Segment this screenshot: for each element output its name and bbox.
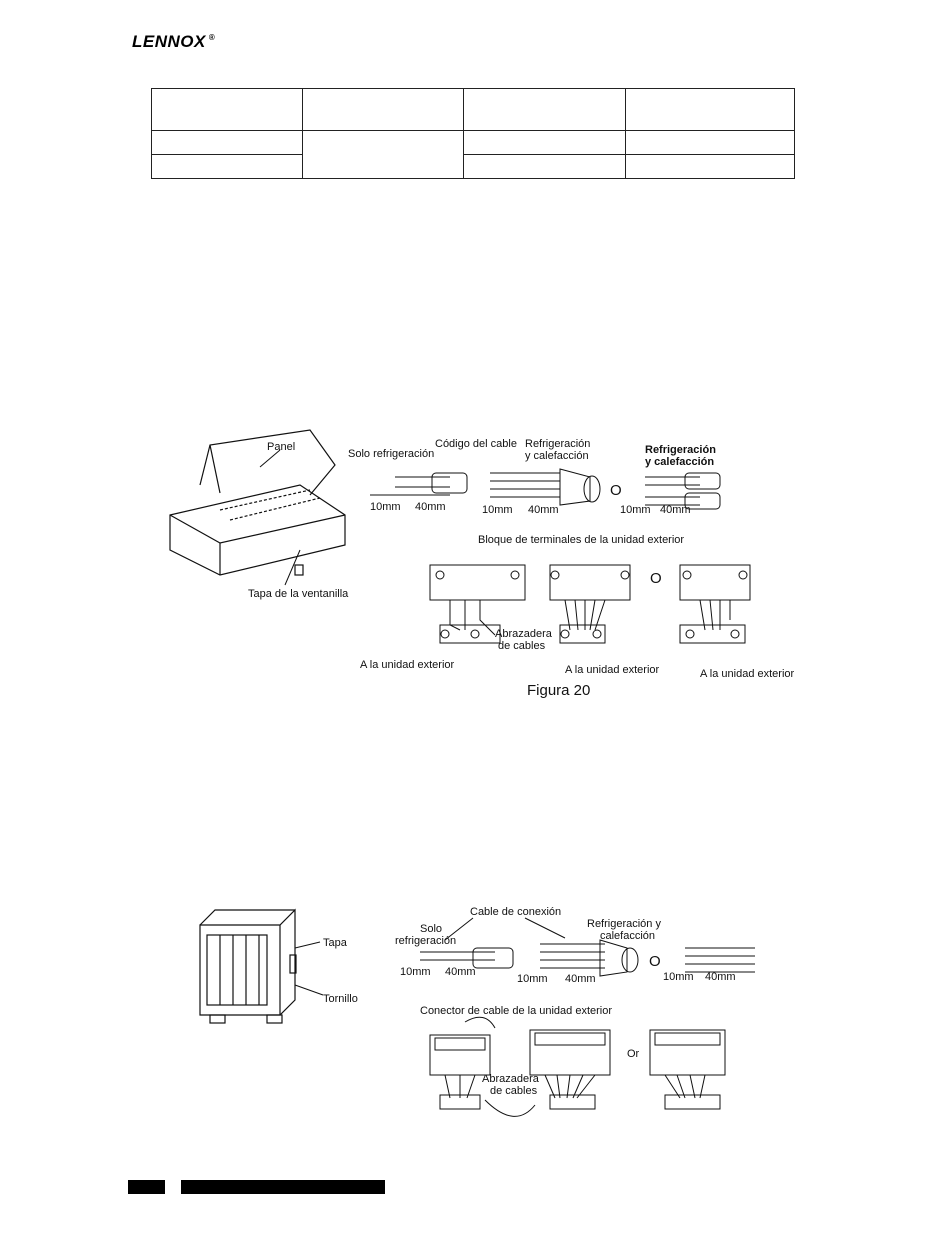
table-cell <box>462 88 627 131</box>
dim-40-label: 40mm <box>528 504 559 516</box>
cool-heat-label-1b: y calefacción <box>525 450 589 462</box>
clamp-label-1: Abrazadera <box>482 1073 540 1085</box>
terminal-block-2 <box>549 564 631 644</box>
dim-40-label: 40mm <box>660 504 691 516</box>
footer-bar-section <box>181 1180 385 1194</box>
connector-label: Conector de cable de la unidad exterior <box>420 1005 612 1017</box>
or-label: O <box>610 482 622 499</box>
table-cell <box>301 130 464 179</box>
brand-logo: LENNOX® <box>132 32 216 51</box>
dim-10-label: 10mm <box>370 501 401 513</box>
cooling-only-label: Solo refrigeración <box>348 448 434 460</box>
screw-label: Tornillo <box>323 993 358 1005</box>
or-label: O <box>650 570 662 587</box>
cable-cool-heat-b <box>645 472 721 510</box>
terminal-block-label: Bloque de terminales de la unidad exteri… <box>478 534 684 546</box>
indoor-unit-illustration <box>169 429 346 576</box>
dim-40-label: 40mm <box>445 966 476 978</box>
cool-heat-label-1: Refrigeración <box>525 438 590 450</box>
dim-10-label: 10mm <box>517 973 548 985</box>
table-cell <box>462 130 627 155</box>
terminal-block-1 <box>429 564 526 644</box>
footer-bar-page <box>128 1180 165 1194</box>
table-cell <box>625 88 795 131</box>
table-cell <box>625 130 795 155</box>
connection-cable-label: Cable de conexión <box>470 906 561 918</box>
dim-10-label: 10mm <box>482 504 513 516</box>
cool-heat-label-2b: y calefacción <box>645 456 714 468</box>
figure-20: Panel Tapa de la ventanilla Solo refrige… <box>169 429 795 699</box>
figure-21: Tapa Tornillo Cable de conexión Solo ref… <box>199 906 755 1117</box>
cool-heat-label-2: calefacción <box>600 930 655 942</box>
table-cell <box>625 154 795 179</box>
cooling-only-label-1: Solo <box>420 923 442 935</box>
table-row <box>151 154 795 179</box>
table-row <box>151 88 795 131</box>
to-outdoor-label-3: A la unidad exterior <box>700 668 795 680</box>
dim-10-label: 10mm <box>400 966 431 978</box>
table-cell <box>151 154 303 179</box>
cool-heat-label-1: Refrigeración y <box>587 918 661 930</box>
cable-code-label: Código del cable <box>435 438 517 450</box>
connector-block-2 <box>529 1029 611 1110</box>
cool-heat-label-2: Refrigeración <box>645 444 716 456</box>
table-cell <box>301 88 464 131</box>
spec-table <box>151 88 795 179</box>
clamp-label-2: de cables <box>490 1085 538 1097</box>
terminal-block-3 <box>679 564 751 644</box>
cable-set-fig21 <box>420 917 755 977</box>
cable-cool-heat-a <box>490 468 601 506</box>
or-label: O <box>649 953 661 970</box>
to-outdoor-label-1: A la unidad exterior <box>360 659 455 671</box>
clamp-label-1: Abrazadera <box>495 628 553 640</box>
cover-label: Tapa <box>323 937 348 949</box>
table-cell <box>151 130 303 155</box>
dim-40-label: 40mm <box>705 971 736 983</box>
dim-40-label: 40mm <box>565 973 596 985</box>
table-cell <box>462 154 627 179</box>
table-cell <box>151 88 303 131</box>
cable-cooling-only <box>370 472 468 496</box>
dim-10-label: 10mm <box>663 971 694 983</box>
to-outdoor-label-2: A la unidad exterior <box>565 664 660 676</box>
outdoor-unit-illustration <box>199 908 297 1024</box>
window-cover-label: Tapa de la ventanilla <box>248 588 349 600</box>
dim-40-label: 40mm <box>415 501 446 513</box>
or-en-label: Or <box>627 1048 640 1060</box>
figure-20-caption: Figura 20 <box>527 682 590 699</box>
connector-block-3 <box>649 1029 726 1110</box>
dim-10-label: 10mm <box>620 504 651 516</box>
table-row <box>151 130 795 179</box>
clamp-label-2: de cables <box>498 640 546 652</box>
panel-label: Panel <box>267 441 295 453</box>
connector-block-1 <box>429 1034 491 1110</box>
cooling-only-label-2: refrigeración <box>395 935 456 947</box>
